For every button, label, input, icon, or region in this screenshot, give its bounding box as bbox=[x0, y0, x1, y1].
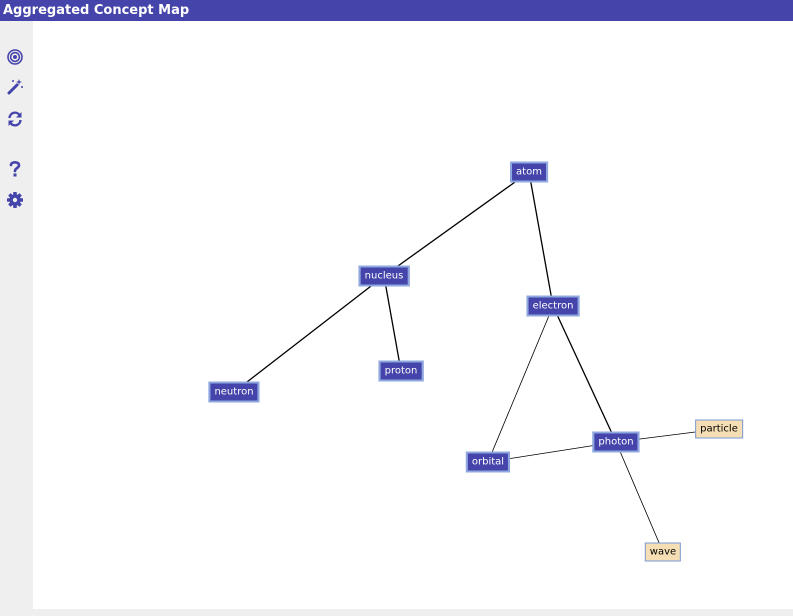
node-orbital[interactable]: orbital bbox=[465, 451, 511, 473]
node-electron[interactable]: electron bbox=[526, 295, 580, 317]
node-atom[interactable]: atom bbox=[510, 161, 548, 183]
edge-electron-photon bbox=[552, 305, 617, 443]
window-title: Aggregated Concept Map bbox=[0, 0, 793, 21]
edge-photon-wave bbox=[615, 441, 664, 553]
node-neutron[interactable]: neutron bbox=[208, 381, 260, 403]
gear-icon[interactable] bbox=[4, 189, 26, 211]
edge-nucleus-neutron bbox=[233, 275, 385, 393]
magic-wand-icon[interactable] bbox=[4, 76, 26, 98]
node-wave[interactable]: wave bbox=[644, 542, 682, 562]
concept-map-canvas[interactable]: atom nucleus electron proton neutron orbital p… bbox=[33, 25, 793, 609]
node-particle[interactable]: particle bbox=[695, 419, 743, 439]
bottom-strip bbox=[0, 609, 793, 616]
edge-electron-orbital bbox=[487, 305, 554, 463]
toolbar bbox=[0, 21, 33, 609]
edge-atom-electron bbox=[528, 171, 554, 307]
node-photon[interactable]: photon bbox=[592, 431, 640, 453]
node-nucleus[interactable]: nucleus bbox=[358, 265, 410, 287]
edge-atom-nucleus bbox=[383, 171, 530, 277]
edge-nucleus-proton bbox=[383, 275, 402, 372]
node-proton[interactable]: proton bbox=[378, 360, 424, 382]
help-icon[interactable] bbox=[4, 158, 26, 180]
edge-layer bbox=[233, 171, 720, 553]
target-icon[interactable] bbox=[4, 46, 26, 68]
refresh-icon[interactable] bbox=[4, 108, 26, 130]
